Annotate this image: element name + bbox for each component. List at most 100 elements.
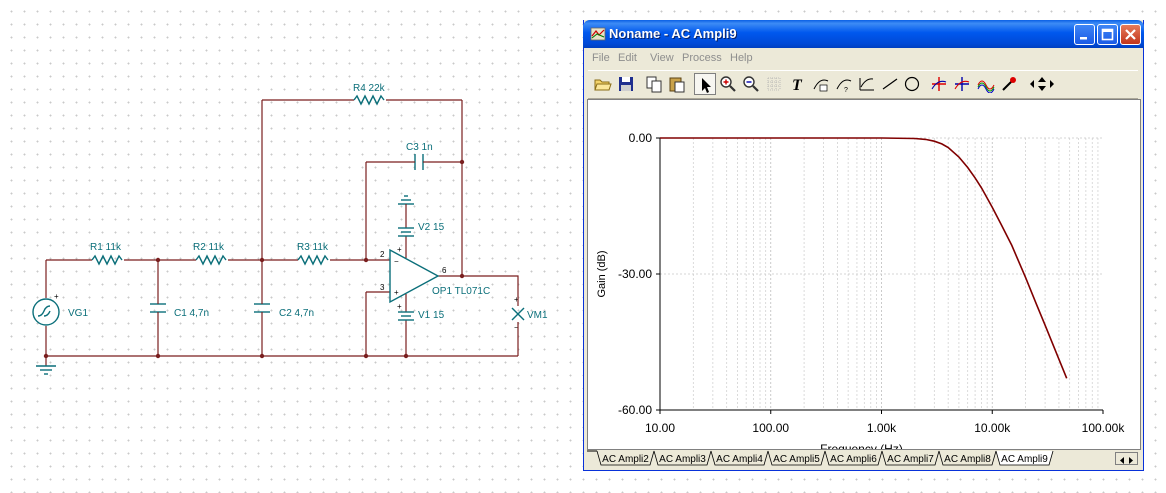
- probe-button[interactable]: [998, 73, 1020, 95]
- label-r3: R3 11k: [297, 242, 329, 253]
- svg-text:−: −: [514, 323, 519, 332]
- y-axis-title: Gain (dB): [596, 250, 608, 297]
- x-tick-label: 10.00k: [974, 421, 1011, 435]
- tab-ac-ampli7[interactable]: AC Ampli7: [881, 450, 940, 466]
- curve-label-icon: [813, 79, 829, 92]
- pointer-icon: [702, 78, 711, 93]
- circle-icon: [904, 76, 920, 92]
- battery-v1[interactable]: +: [397, 302, 414, 321]
- tabs-strip: AC Ampli2 AC Ampli3 AC Ampli4 AC Ampli5 AC A…: [587, 450, 1054, 466]
- window-title: Noname - AC Ampli9: [609, 26, 737, 41]
- gain-curve: [660, 137, 1068, 379]
- label-r4: R4 22k: [353, 83, 386, 94]
- svg-text:−: −: [394, 257, 399, 266]
- menu-bar: File Edit View Process Help: [584, 49, 1143, 67]
- label-v2: V2 15: [418, 222, 445, 233]
- tab-label: AC Ampli5: [773, 454, 820, 465]
- label-vm1: VM1: [527, 310, 548, 321]
- resistor-r3[interactable]: [297, 254, 329, 266]
- battery-v2[interactable]: +: [397, 227, 414, 254]
- maximize-button[interactable]: [1097, 24, 1118, 45]
- label-vg1: VG1: [68, 308, 88, 319]
- waveform-button[interactable]: [975, 73, 997, 95]
- tab-ac-ampli9[interactable]: AC Ampli9: [995, 450, 1054, 466]
- ground-icon: [36, 365, 56, 375]
- tab-ac-ampli8[interactable]: AC Ampli8: [938, 450, 997, 466]
- menu-process[interactable]: Process: [682, 52, 722, 64]
- label-v1: V1 15: [418, 310, 445, 321]
- circle-button[interactable]: [901, 73, 923, 95]
- signal-generator-vg1[interactable]: +: [32, 292, 60, 326]
- op-amp-op1[interactable]: − +: [389, 248, 440, 304]
- tab-ac-ampli2[interactable]: AC Ampli2: [596, 450, 655, 466]
- minimize-button[interactable]: [1074, 24, 1095, 45]
- svg-text:+: +: [514, 295, 519, 304]
- text-button[interactable]: T: [787, 73, 809, 95]
- y-tick-label: 0.00: [629, 131, 653, 145]
- paste-icon: [669, 77, 685, 93]
- menu-view[interactable]: View: [650, 52, 674, 64]
- y-tick-label: -30.00: [618, 267, 652, 281]
- save-button[interactable]: [615, 73, 637, 95]
- tab-label: AC Ampli3: [659, 454, 706, 465]
- svg-text:+: +: [54, 292, 59, 301]
- save-icon: [619, 77, 633, 91]
- resistor-r4[interactable]: [353, 94, 385, 106]
- tab-scroll-buttons[interactable]: [1115, 452, 1138, 465]
- tab-label: AC Ampli8: [944, 454, 991, 465]
- copy-button[interactable]: [643, 73, 665, 95]
- cursor-b-button[interactable]: [951, 73, 973, 95]
- line-button[interactable]: [879, 73, 901, 95]
- waveform-icon: [977, 80, 995, 93]
- axis-label-button[interactable]: [856, 73, 878, 95]
- curve-value-button[interactable]: ?: [833, 73, 855, 95]
- tab-label: AC Ampli7: [887, 454, 934, 465]
- resistor-r1[interactable]: [91, 254, 123, 266]
- capacitor-c3[interactable]: [410, 154, 428, 170]
- resistor-r2[interactable]: [195, 254, 227, 266]
- paste-button[interactable]: [666, 73, 688, 95]
- close-button[interactable]: [1120, 24, 1141, 45]
- pin-2: 2: [380, 250, 385, 259]
- title-bar[interactable]: Noname - AC Ampli9: [583, 20, 1144, 48]
- label-r1: R1 11k: [90, 242, 122, 253]
- label-op1: OP1 TL071C: [432, 286, 490, 297]
- zoom-out-button[interactable]: [740, 73, 762, 95]
- cursor-b-icon: [954, 77, 970, 91]
- x-tick-label: 100.00: [752, 421, 789, 435]
- tab-ac-ampli3[interactable]: AC Ampli3: [653, 450, 712, 466]
- menu-file[interactable]: File: [592, 52, 610, 64]
- capacitor-c1[interactable]: [150, 300, 166, 316]
- tab-bar: AC Ampli2 AC Ampli3 AC Ampli4 AC Ampli5 AC A…: [587, 450, 1141, 468]
- pin-6: 6: [442, 266, 447, 275]
- svg-text:+: +: [397, 302, 402, 311]
- tab-scroll-icon: [1120, 457, 1133, 464]
- zoom-in-button[interactable]: [717, 73, 739, 95]
- pin-3: 3: [380, 283, 385, 292]
- menu-edit[interactable]: Edit: [618, 52, 637, 64]
- y-tick-label: -60.00: [618, 403, 652, 417]
- curve-label-button[interactable]: [810, 73, 832, 95]
- tab-ac-ampli6[interactable]: AC Ampli6: [824, 450, 883, 466]
- tab-ac-ampli4[interactable]: AC Ampli4: [710, 450, 769, 466]
- move-arrows-button[interactable]: [1025, 73, 1054, 95]
- curve-value-icon: ?: [836, 79, 852, 93]
- ground-icon-v2: [398, 195, 414, 212]
- pointer-button[interactable]: [694, 73, 716, 95]
- tab-ac-ampli5[interactable]: AC Ampli5: [767, 450, 826, 466]
- circuit-schematic: + + + − + + −: [32, 83, 548, 375]
- grid-button[interactable]: [763, 73, 785, 95]
- tab-label: AC Ampli9: [1001, 454, 1048, 465]
- open-button[interactable]: [592, 73, 614, 95]
- capacitor-c2[interactable]: [254, 300, 270, 316]
- maximize-icon: [1101, 28, 1114, 41]
- voltmeter-vm1[interactable]: + −: [511, 294, 525, 334]
- junction-dots: [43, 159, 465, 359]
- svg-text:+: +: [397, 245, 402, 254]
- probe-icon: [1002, 77, 1016, 91]
- cursor-a-button[interactable]: [928, 73, 950, 95]
- menu-help[interactable]: Help: [730, 52, 753, 64]
- svg-text:+: +: [394, 288, 399, 297]
